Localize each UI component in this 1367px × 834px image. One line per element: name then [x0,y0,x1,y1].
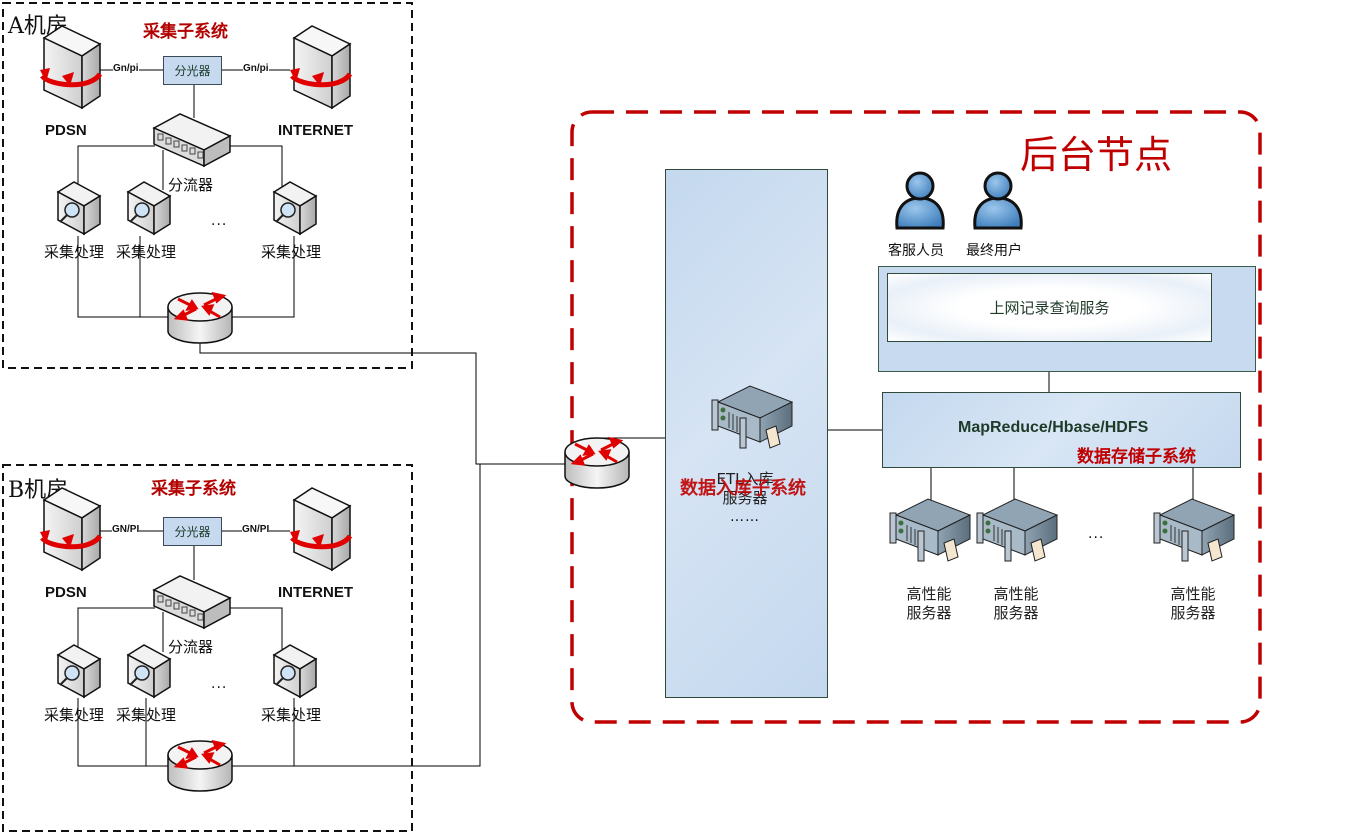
collector-label: 采集处理 [261,706,322,724]
optical-splitter-label: 分光器 [174,525,211,539]
ingest-subsystem-title: 数据入库子系统 [680,478,806,499]
collector-label: 采集处理 [116,706,177,724]
room-b-right-iface: GN/PI [242,524,270,535]
line-col3-router-a [232,236,295,318]
server-label-line1: 高性能 [1170,585,1216,603]
line-traffic-right-b [230,607,283,652]
line-router-b-to-core [77,464,481,767]
internet-server-icon [290,24,354,110]
collector-label: 采集处理 [116,243,177,261]
pdsn-server-icon [40,24,104,110]
storage-server-icon [1152,497,1236,563]
query-service-label: 上网记录查询服务 [989,299,1110,317]
user-icon [893,168,947,232]
line-col1-router-a [77,236,168,318]
etl-server-label: ETL入库 服务器 …… [705,470,785,527]
line-traffic-right-a [230,145,283,190]
collector-label: 采集处理 [44,243,105,261]
collector-ellipsis: ... [211,676,228,692]
traffic-splitter-switch-icon [152,572,232,630]
room-b-traffic-splitter-label: 分流器 [168,638,214,656]
query-service-box: 上网记录查询服务 [887,273,1212,342]
line-traffic-left-b [77,607,155,652]
room-a-pdsn-label: PDSN [45,122,87,139]
collector-server-icon [272,643,318,699]
server-label-line2: 服务器 [906,604,952,622]
storage-ellipsis: ... [1088,526,1105,542]
line-router-a-to-core [199,330,590,465]
room-b-optical-splitter: 分光器 [163,517,222,546]
storage-server-icon [975,497,1059,563]
collector-server-icon [126,643,172,699]
traffic-splitter-switch-icon [152,110,232,168]
optical-splitter-label: 分光器 [174,64,211,78]
backend-border [570,110,1262,724]
room-b-subsystem-title: 采集子系统 [151,479,236,499]
storage-server-icon [888,497,972,563]
room-a-internet-label: INTERNET [278,122,353,139]
server-label-line2: 服务器 [993,604,1039,622]
room-b-left-iface: GN/PI [112,524,140,535]
room-a-right-iface: Gn/pi [243,63,269,74]
storage-tech-label: MapReduce/Hbase/HDFS [958,419,1149,436]
etl-ellipsis: …… [730,509,760,525]
router-icon [166,733,234,801]
server-label-line2: 服务器 [1170,604,1216,622]
room-a-subsystem-title: 采集子系统 [143,22,228,42]
storage-subsystem-panel [882,392,1241,468]
etl-server-icon [710,384,794,450]
core-router-icon [563,430,631,498]
server-label-line1: 高性能 [906,585,952,603]
collector-ellipsis: ... [211,213,228,229]
user-label-end-user: 最终用户 [966,243,1022,259]
backend-title: 后台节点 [1020,133,1173,177]
collector-server-icon [272,180,318,236]
router-icon [166,285,234,353]
room-a-left-iface: Gn/pi [113,63,139,74]
storage-server-label: 高性能 服务器 [896,585,962,623]
collector-label: 采集处理 [261,243,322,261]
collector-label: 采集处理 [44,706,105,724]
user-icon [971,168,1025,232]
etl-label-line2: 服务器 [722,489,768,507]
room-a-optical-splitter: 分光器 [163,56,222,85]
server-label-line1: 高性能 [993,585,1039,603]
storage-subsystem-title: 数据存储子系统 [1077,447,1196,467]
etl-label-line1: ETL入库 [716,470,774,488]
room-a-traffic-splitter-label: 分流器 [168,176,214,194]
pdsn-server-icon [40,486,104,572]
line-traffic-left-a [77,145,155,190]
internet-server-icon [290,486,354,572]
collector-server-icon [56,180,102,236]
room-b-pdsn-label: PDSN [45,584,87,601]
storage-server-label: 高性能 服务器 [1160,585,1226,623]
user-label-customer-service: 客服人员 [888,243,944,259]
room-a-border [2,2,413,369]
collector-server-icon [56,643,102,699]
room-b-internet-label: INTERNET [278,584,353,601]
room-b-border [2,464,413,832]
collector-server-icon [126,180,172,236]
storage-server-label: 高性能 服务器 [983,585,1049,623]
